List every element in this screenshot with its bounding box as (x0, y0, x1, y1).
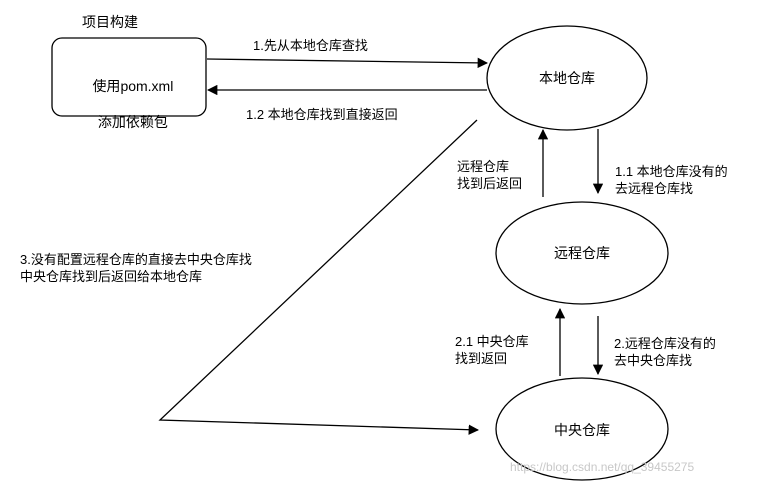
central-repo-label: 中央仓库 (554, 422, 610, 438)
central-repo-node (495, 377, 669, 481)
edge-label-step1-2: 1.2 本地仓库找到直接返回 (246, 107, 398, 122)
edge-label-step3: 3.没有配置远程仓库的直接去中央仓库找 中央仓库找到后返回给本地仓库 (20, 252, 252, 284)
arrow-local-to-central-elbow (158, 119, 480, 435)
edge-label-step1-1: 1.1 本地仓库没有的 去远程仓库找 (615, 164, 728, 196)
project-label-code: pom.xml (120, 78, 174, 94)
edge-label-step2-1: 2.1 中央仓库 找到返回 (455, 334, 529, 366)
edge-label-step1: 1.先从本地仓库查找 (253, 38, 368, 53)
project-node-label: 使用pom.xml 添加依赖包 (52, 59, 206, 131)
project-box (51, 37, 207, 117)
remote-repo-node (495, 201, 669, 305)
local-repo-node (486, 25, 648, 131)
remote-repo-label: 远程仓库 (554, 245, 610, 261)
local-repo-label: 本地仓库 (539, 70, 595, 86)
diagram-title: 项目构建 (82, 14, 138, 30)
watermark: https://blog.csdn.net/qq_39455275 (510, 460, 695, 474)
project-label-line2: 添加依赖包 (97, 114, 168, 130)
project-label-prefix: 使用 (92, 78, 121, 94)
edge-label-step2: 2.远程仓库没有的 去中央仓库找 (614, 336, 716, 368)
edge-label-remote-return: 远程仓库 找到后返回 (457, 159, 523, 191)
arrow-project-to-local (206, 57, 489, 69)
